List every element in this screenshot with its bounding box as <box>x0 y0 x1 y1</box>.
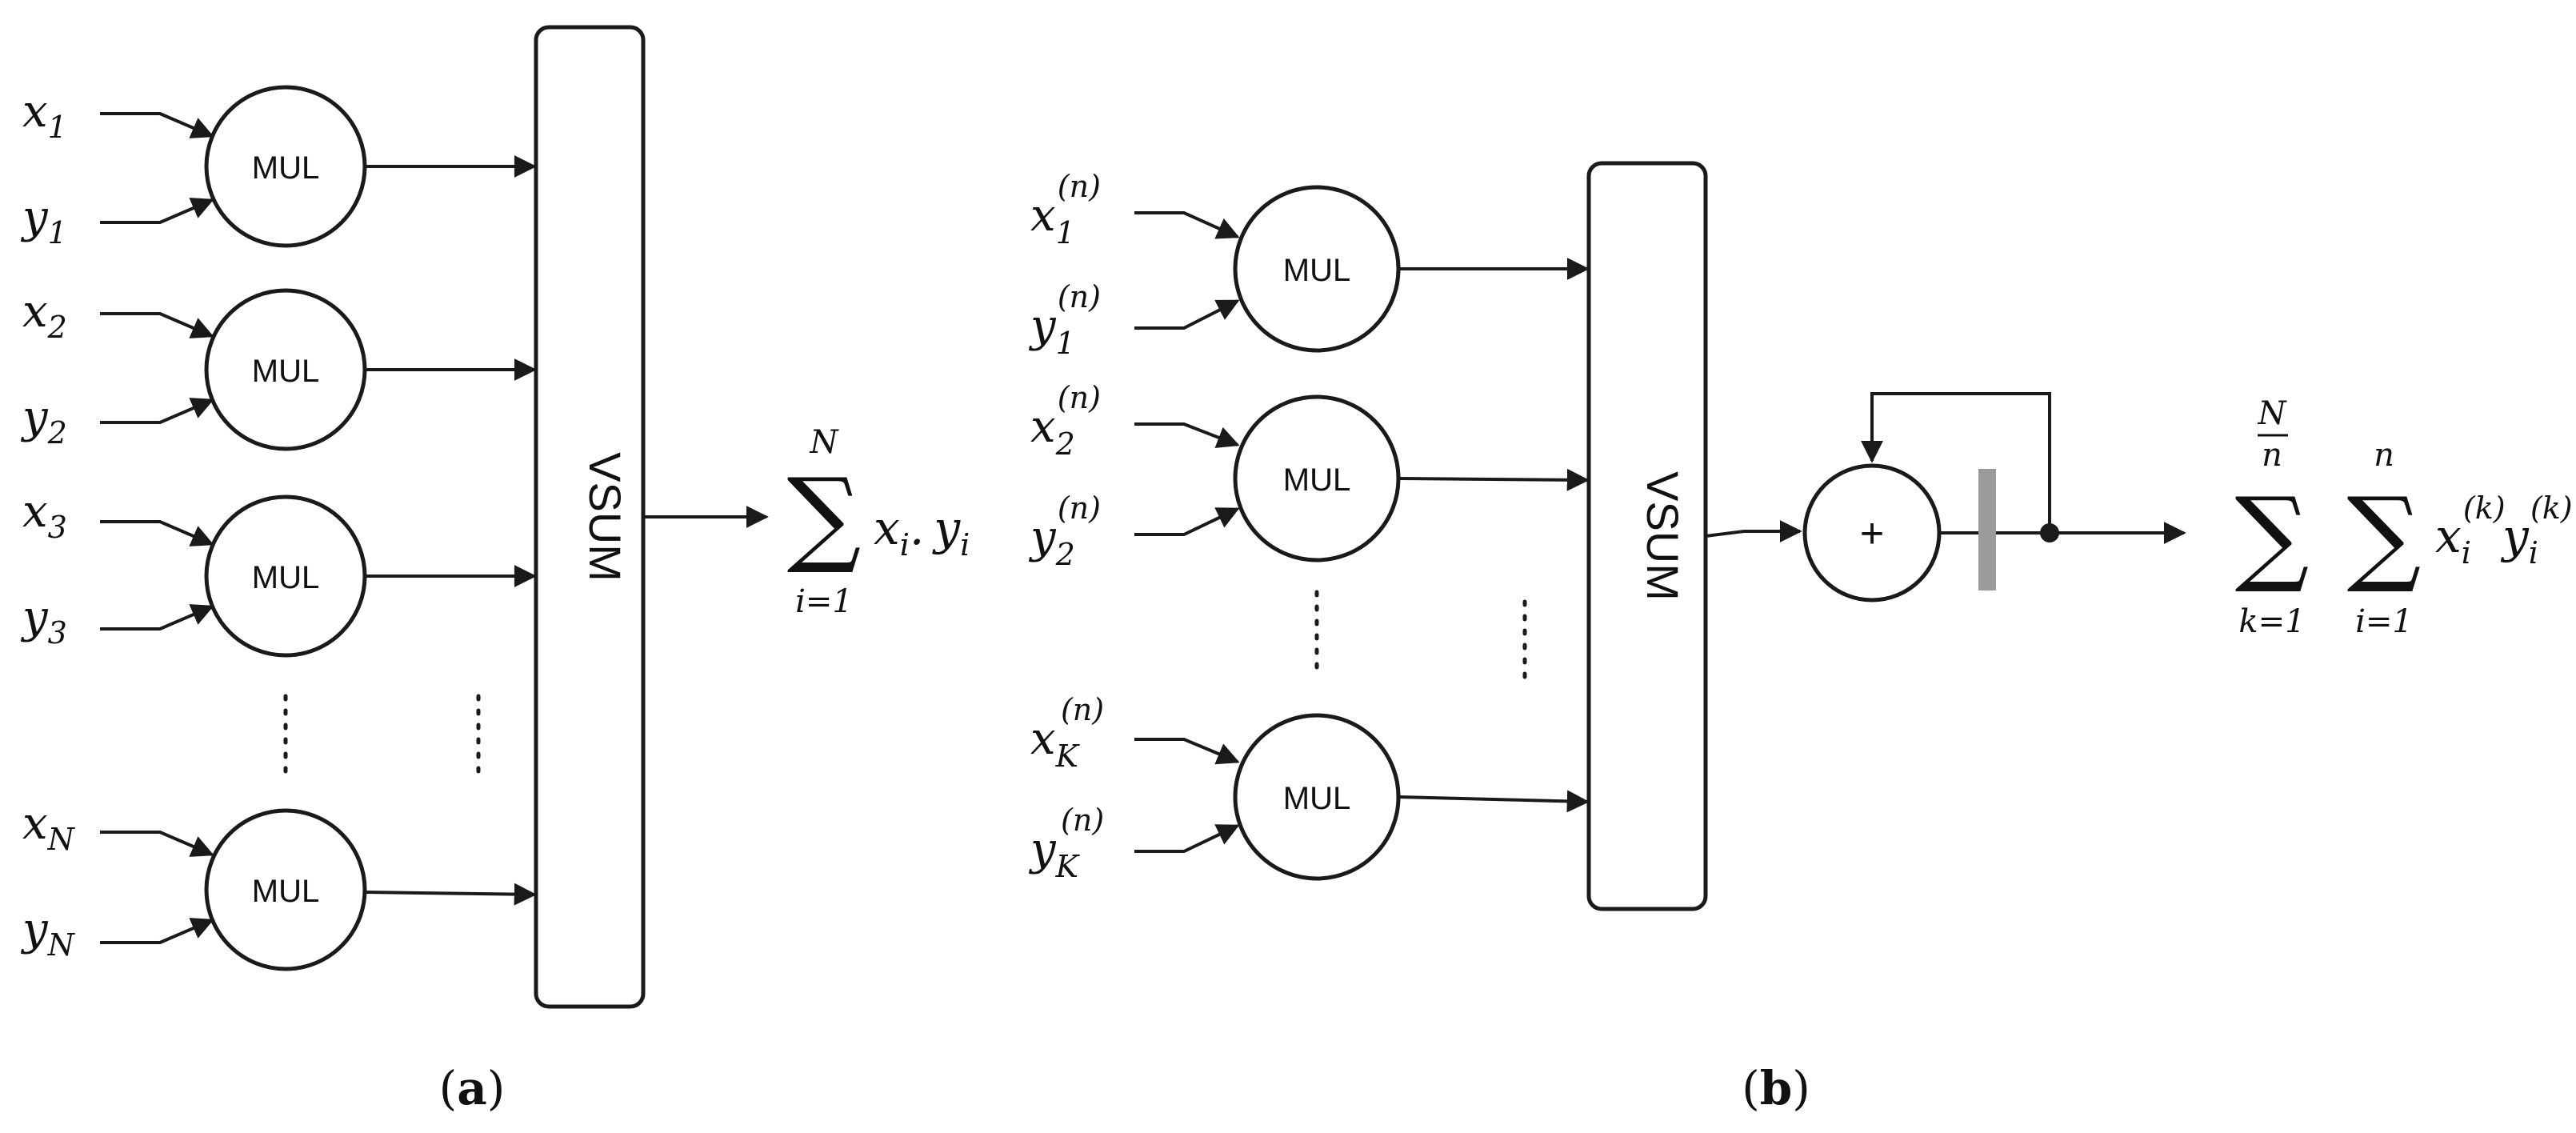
inner-sum-upper-limit: n <box>2374 437 2394 474</box>
outer-sum-upper-denominator: n <box>2262 437 2282 474</box>
xN-label: xN <box>22 798 76 857</box>
y2-label: y2 <box>20 391 67 450</box>
mul-label: MUL <box>1283 253 1350 288</box>
output-term-y: yi(k) <box>2500 490 2573 571</box>
x1-label: x1 <box>22 86 67 145</box>
y3-label: y3 <box>20 591 67 651</box>
feedback-loop-wire <box>1861 392 2051 533</box>
vsum-block-b: VSUM <box>1586 161 1708 911</box>
mul-node-b2: MUL <box>1233 394 1401 562</box>
vsum-label: VSUM <box>1638 471 1688 601</box>
mul-label: MUL <box>1283 462 1350 498</box>
output-term-x: xi(k) <box>2435 490 2506 571</box>
output-formula-a: N ∑ i=1 xi.yi <box>787 424 970 620</box>
vsum-b-to-adder-arrow <box>1705 520 1802 542</box>
vsum-label: VSUM <box>580 452 630 582</box>
panel-a-input-wires <box>100 112 214 944</box>
yKn-label: yK(n) <box>1028 803 1104 884</box>
panel-b-input-labels: x1(n) y1(n) x2(n) y2(n) xK(n) yK(n) <box>1028 169 1104 884</box>
mul-node-aN: MUL <box>204 808 367 971</box>
adder-node: + <box>1802 463 1942 603</box>
mul-label: MUL <box>252 874 319 909</box>
mul-label: MUL <box>252 560 319 595</box>
sigma-symbol: ∑ <box>787 455 862 577</box>
mul-label: MUL <box>252 150 319 186</box>
panel-a: x1 y1 x2 y2 x3 y3 xN yN MUL <box>20 25 970 1115</box>
sum-upper-limit: N <box>810 424 840 461</box>
x2n-label: x2(n) <box>1030 380 1101 462</box>
inner-sum-lower-limit: i=1 <box>2355 603 2413 640</box>
panel-b: x1(n) y1(n) x2(n) y2(n) xK(n) yK(n) MUL … <box>1028 161 2573 1115</box>
mul-node-a1: MUL <box>204 85 367 248</box>
panel-b-mul-to-vsum <box>1398 258 1590 813</box>
sum-lower-limit: i=1 <box>795 583 853 620</box>
outer-sigma-symbol: ∑ <box>2235 474 2310 596</box>
y1n-label: y1(n) <box>1028 279 1101 361</box>
y2n-label: y2(n) <box>1028 490 1101 572</box>
vsum-block-a: VSUM <box>534 25 646 1009</box>
x1n-label: x1(n) <box>1030 169 1101 250</box>
mul-label: MUL <box>1283 781 1350 816</box>
mul-node-b1: MUL <box>1233 185 1401 353</box>
adder-plus-label: + <box>1860 510 1884 557</box>
mul-node-a3: MUL <box>204 494 367 658</box>
accumulator-register <box>1978 469 1996 591</box>
mul-node-a2: MUL <box>204 288 367 451</box>
outer-sum-upper-numerator: N <box>2258 395 2288 432</box>
y1-label: y1 <box>20 191 67 250</box>
caption-b: (b) <box>1742 1061 1810 1115</box>
yN-label: yN <box>20 903 76 963</box>
x2-label: x2 <box>22 286 67 345</box>
inner-sigma-symbol: ∑ <box>2347 474 2422 596</box>
sum-term: xi.yi <box>874 501 970 562</box>
output-formula-b: N n ∑ k=1 n ∑ i=1 xi(k) yi(k) <box>2235 395 2573 640</box>
x3-label: x3 <box>22 486 67 545</box>
caption-a: (a) <box>439 1061 506 1115</box>
mul-node-bK: MUL <box>1233 713 1401 881</box>
xKn-label: xK(n) <box>1030 692 1104 774</box>
outer-sum-lower-limit: k=1 <box>2238 603 2305 640</box>
mul-label: MUL <box>252 354 319 389</box>
panel-a-mul-to-vsum <box>364 155 537 906</box>
panel-a-input-labels: x1 y1 x2 y2 x3 y3 xN yN <box>20 86 76 963</box>
panel-b-input-wires <box>1134 211 1240 853</box>
